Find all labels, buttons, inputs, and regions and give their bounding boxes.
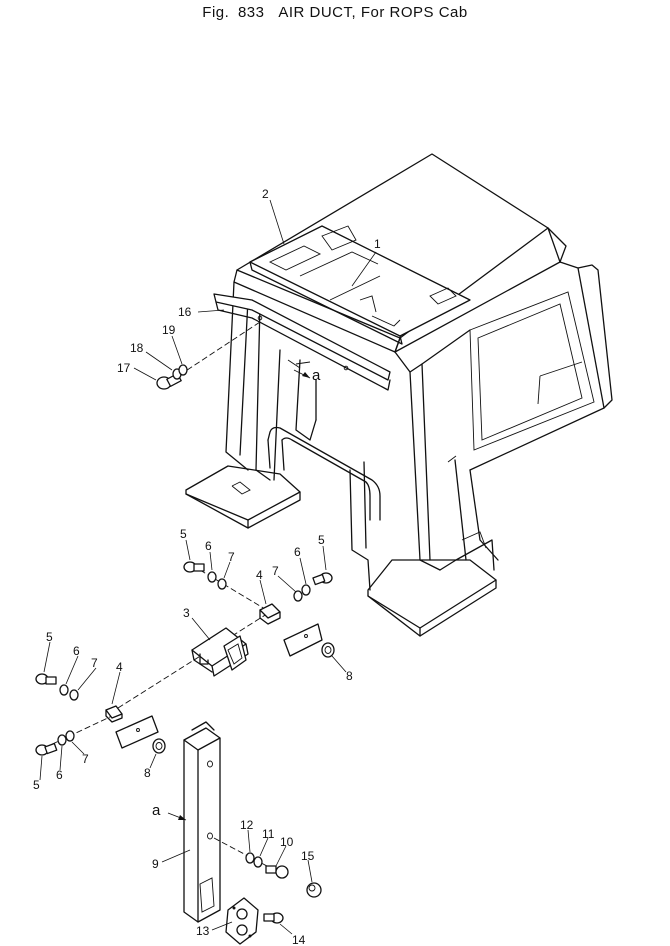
bolt-lower [263,912,284,924]
clip-left [105,705,123,723]
nut-right [321,642,335,658]
callout-8-right: 8 [346,669,353,683]
callout-14: 14 [292,933,306,946]
spacer-plate-left [115,715,159,749]
callout-15: 15 [301,849,315,863]
bottom-plate [225,897,259,945]
callout-5-left-upper: 5 [46,630,53,644]
callout-12: 12 [240,818,254,832]
figure-prefix: Fig. [202,4,230,21]
callout-6-top-right: 6 [294,545,301,559]
bolt-group-mid [183,561,333,602]
callout-1: 1 [374,237,381,251]
vertical-duct [183,721,221,923]
callout-17: 17 [117,361,131,375]
view-arrow-upper [293,369,311,379]
callout-6-left-upper: 6 [73,644,80,658]
callout-5-left-lower: 5 [33,778,40,792]
callout-11: 11 [262,827,275,841]
figure-caption: AIR DUCT, For ROPS Cab [278,4,468,21]
callout-13: 13 [196,924,210,938]
cap [306,882,322,898]
callout-7-top-right: 7 [272,564,279,578]
callout-6-left-lower: 6 [56,768,63,782]
bolt-group-left-lower [35,715,113,756]
clip-right [259,603,281,625]
callout-2: 2 [262,187,269,201]
callout-4-left: 4 [116,660,123,674]
duct-connector [191,627,249,677]
callout-18: 18 [130,341,144,355]
callout-6-top-left: 6 [205,539,212,553]
callout-7-left-lower: 7 [82,752,89,766]
roof-air-duct [249,225,471,345]
callout-10: 10 [280,835,294,849]
figure-number: 833 [237,4,265,21]
callout-5-top-right: 5 [318,533,325,547]
callout-8-left: 8 [144,766,151,780]
leader-lines [39,199,377,935]
callout-5-top-left: 5 [180,527,187,541]
callout-3: 3 [183,606,190,620]
callout-19: 19 [162,323,176,337]
callout-9: 9 [152,857,159,871]
view-marker-upper: a [312,367,321,384]
callout-16: 16 [178,305,192,319]
duct-bracket [213,293,391,391]
callout-labels: 2 1 16 19 18 17 a 5 6 7 4 7 6 5 3 8 5 6 … [33,187,381,946]
view-marker-lower: a [152,802,161,819]
callout-7-left-upper: 7 [91,656,98,670]
callout-7-top-left: 7 [228,550,235,564]
callout-4-right: 4 [256,568,263,582]
nut-left [152,738,166,754]
figure-title: Fig. 833 AIR DUCT, For ROPS Cab [0,4,670,21]
bolt-group-duct [213,837,289,879]
bolt-group-left-upper [35,673,79,701]
spacer-plate-right [283,623,323,657]
view-arrow-lower [167,812,187,821]
bolt-group-upper [156,321,261,390]
rops-cab [185,153,613,637]
